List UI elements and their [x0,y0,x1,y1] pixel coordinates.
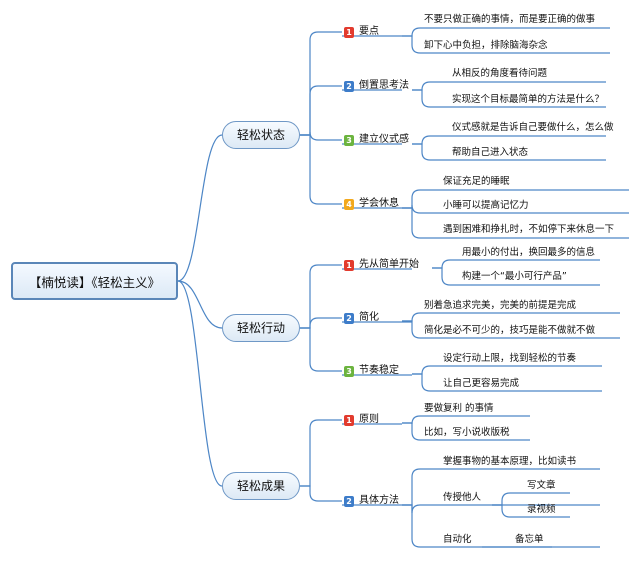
leaf-topic[interactable]: 实现这个目标最简单的方法是什么？ [452,94,605,105]
connector-line [402,422,421,441]
connector-line [402,189,421,209]
root-topic[interactable]: 【楠悦读】《轻松主义》 [11,262,178,300]
subtopic-label: 倒置思考法 [359,80,409,91]
connector-line [300,317,342,329]
subtopic-simplify[interactable]: 2 简化 [344,311,379,325]
leaf-topic[interactable]: 小睡可以提高记忆力 [443,200,529,211]
connector-line [300,85,342,136]
connector-line [300,419,342,487]
connector-line [432,259,451,269]
number-2-icon: 2 [344,312,354,324]
subtopic-label: 简化 [359,312,379,323]
leaf-topic[interactable]: 别着急追求完美，完美的前提是完成 [424,300,577,311]
connector-line [300,131,342,141]
connector-line [412,81,431,91]
main-topic-relaxed-state[interactable]: 轻松状态 [222,121,300,149]
number-4-icon: 4 [344,198,354,210]
subtopic-key-points[interactable]: 1 要点 [344,25,379,39]
connector-line [412,373,431,392]
leaf-topic[interactable]: 比如，写小说收版税 [424,427,510,438]
leaf-topic[interactable]: 仪式感就是告诉自己要做什么，怎么做 [452,122,614,133]
connector-line [412,365,431,375]
subtopic-label: 节奏稳定 [359,365,399,376]
connector-line [412,143,431,161]
main-topic-relaxed-result[interactable]: 轻松成果 [222,472,300,500]
subtopic-methods[interactable]: 2 具体方法 [344,494,399,508]
connector-line [402,312,421,322]
subtopic-rest[interactable]: 4 学会休息 [344,197,399,211]
leaf-topic[interactable]: 备忘单 [515,534,544,545]
number-3-icon: 3 [344,134,354,146]
subtopic-label: 具体方法 [359,495,399,506]
subtopic-ritual[interactable]: 3 建立仪式感 [344,133,409,147]
connector-line [177,134,223,282]
connector-line [492,492,511,506]
number-1-icon: 1 [344,26,354,38]
connector-line [402,504,421,514]
connector-line [412,135,431,145]
connector-line [402,207,421,239]
leaf-topic[interactable]: 自动化 [443,534,472,545]
connector-line [492,504,511,518]
leaf-topic[interactable]: 写文章 [527,480,556,491]
leaf-topic[interactable]: 简化是必不可少的，技巧是能不做就不做 [424,325,596,336]
leaf-topic[interactable]: 用最小的付出，换回最多的信息 [462,247,596,258]
subtopic-principle[interactable]: 1 原则 [344,413,379,427]
leaf-topic[interactable]: 掌握事物的基本原理，比如读书 [443,456,577,467]
number-1-icon: 1 [344,414,354,426]
subtopic-label: 学会休息 [359,198,399,209]
leaf-topic[interactable]: 帮助自己进入状态 [452,147,529,158]
leaf-topic[interactable]: 构建一个“最小可行产品” [462,271,567,282]
connector-line [177,280,223,329]
connector-line [402,35,421,54]
number-2-icon: 2 [344,80,354,92]
leaf-topic[interactable]: 要做复利 的事情 [424,403,494,414]
connector-line [300,485,342,502]
connector-line [402,204,421,214]
subtopic-label: 先从简单开始 [359,259,419,270]
leaf-topic[interactable]: 遇到困难和挣扎时，不如停下来休息一下 [443,224,615,235]
leaf-topic[interactable]: 卸下心中负担，排除脑海杂念 [424,40,548,51]
connector-line [412,89,431,108]
leaf-topic[interactable]: 让自己更容易完成 [443,378,520,389]
connector-line [300,264,342,329]
leaf-topic[interactable]: 保证充足的睡眠 [443,176,510,187]
connector-line [432,267,451,286]
connector-line [402,320,421,339]
subtopic-start-simple[interactable]: 1 先从简单开始 [344,258,419,272]
number-2-icon: 2 [344,495,354,507]
subtopic-label: 要点 [359,26,379,37]
connector-line [300,31,342,136]
connector-line [300,134,342,205]
leaf-topic[interactable]: 设定行动上限，找到轻松的节奏 [443,353,577,364]
subtopic-label: 原则 [359,414,379,425]
leaf-topic[interactable]: 录视频 [527,504,556,515]
leaf-topic[interactable]: 不要只做正确的事情，而是要正确的做事 [424,14,596,25]
number-1-icon: 1 [344,259,354,271]
leaf-topic[interactable]: 传授他人 [443,492,482,503]
connector-line [300,327,342,372]
subtopic-steady-rhythm[interactable]: 3 节奏稳定 [344,364,399,378]
connector-line [402,504,421,548]
connector-line [402,27,421,37]
connector-line [402,468,421,506]
main-topic-relaxed-action[interactable]: 轻松行动 [222,314,300,342]
number-3-icon: 3 [344,365,354,377]
subtopic-inverse-thinking[interactable]: 2 倒置思考法 [344,79,409,93]
leaf-topic[interactable]: 从相反的角度看待问题 [452,68,548,79]
subtopic-label: 建立仪式感 [359,134,409,145]
connector-line [177,280,223,487]
